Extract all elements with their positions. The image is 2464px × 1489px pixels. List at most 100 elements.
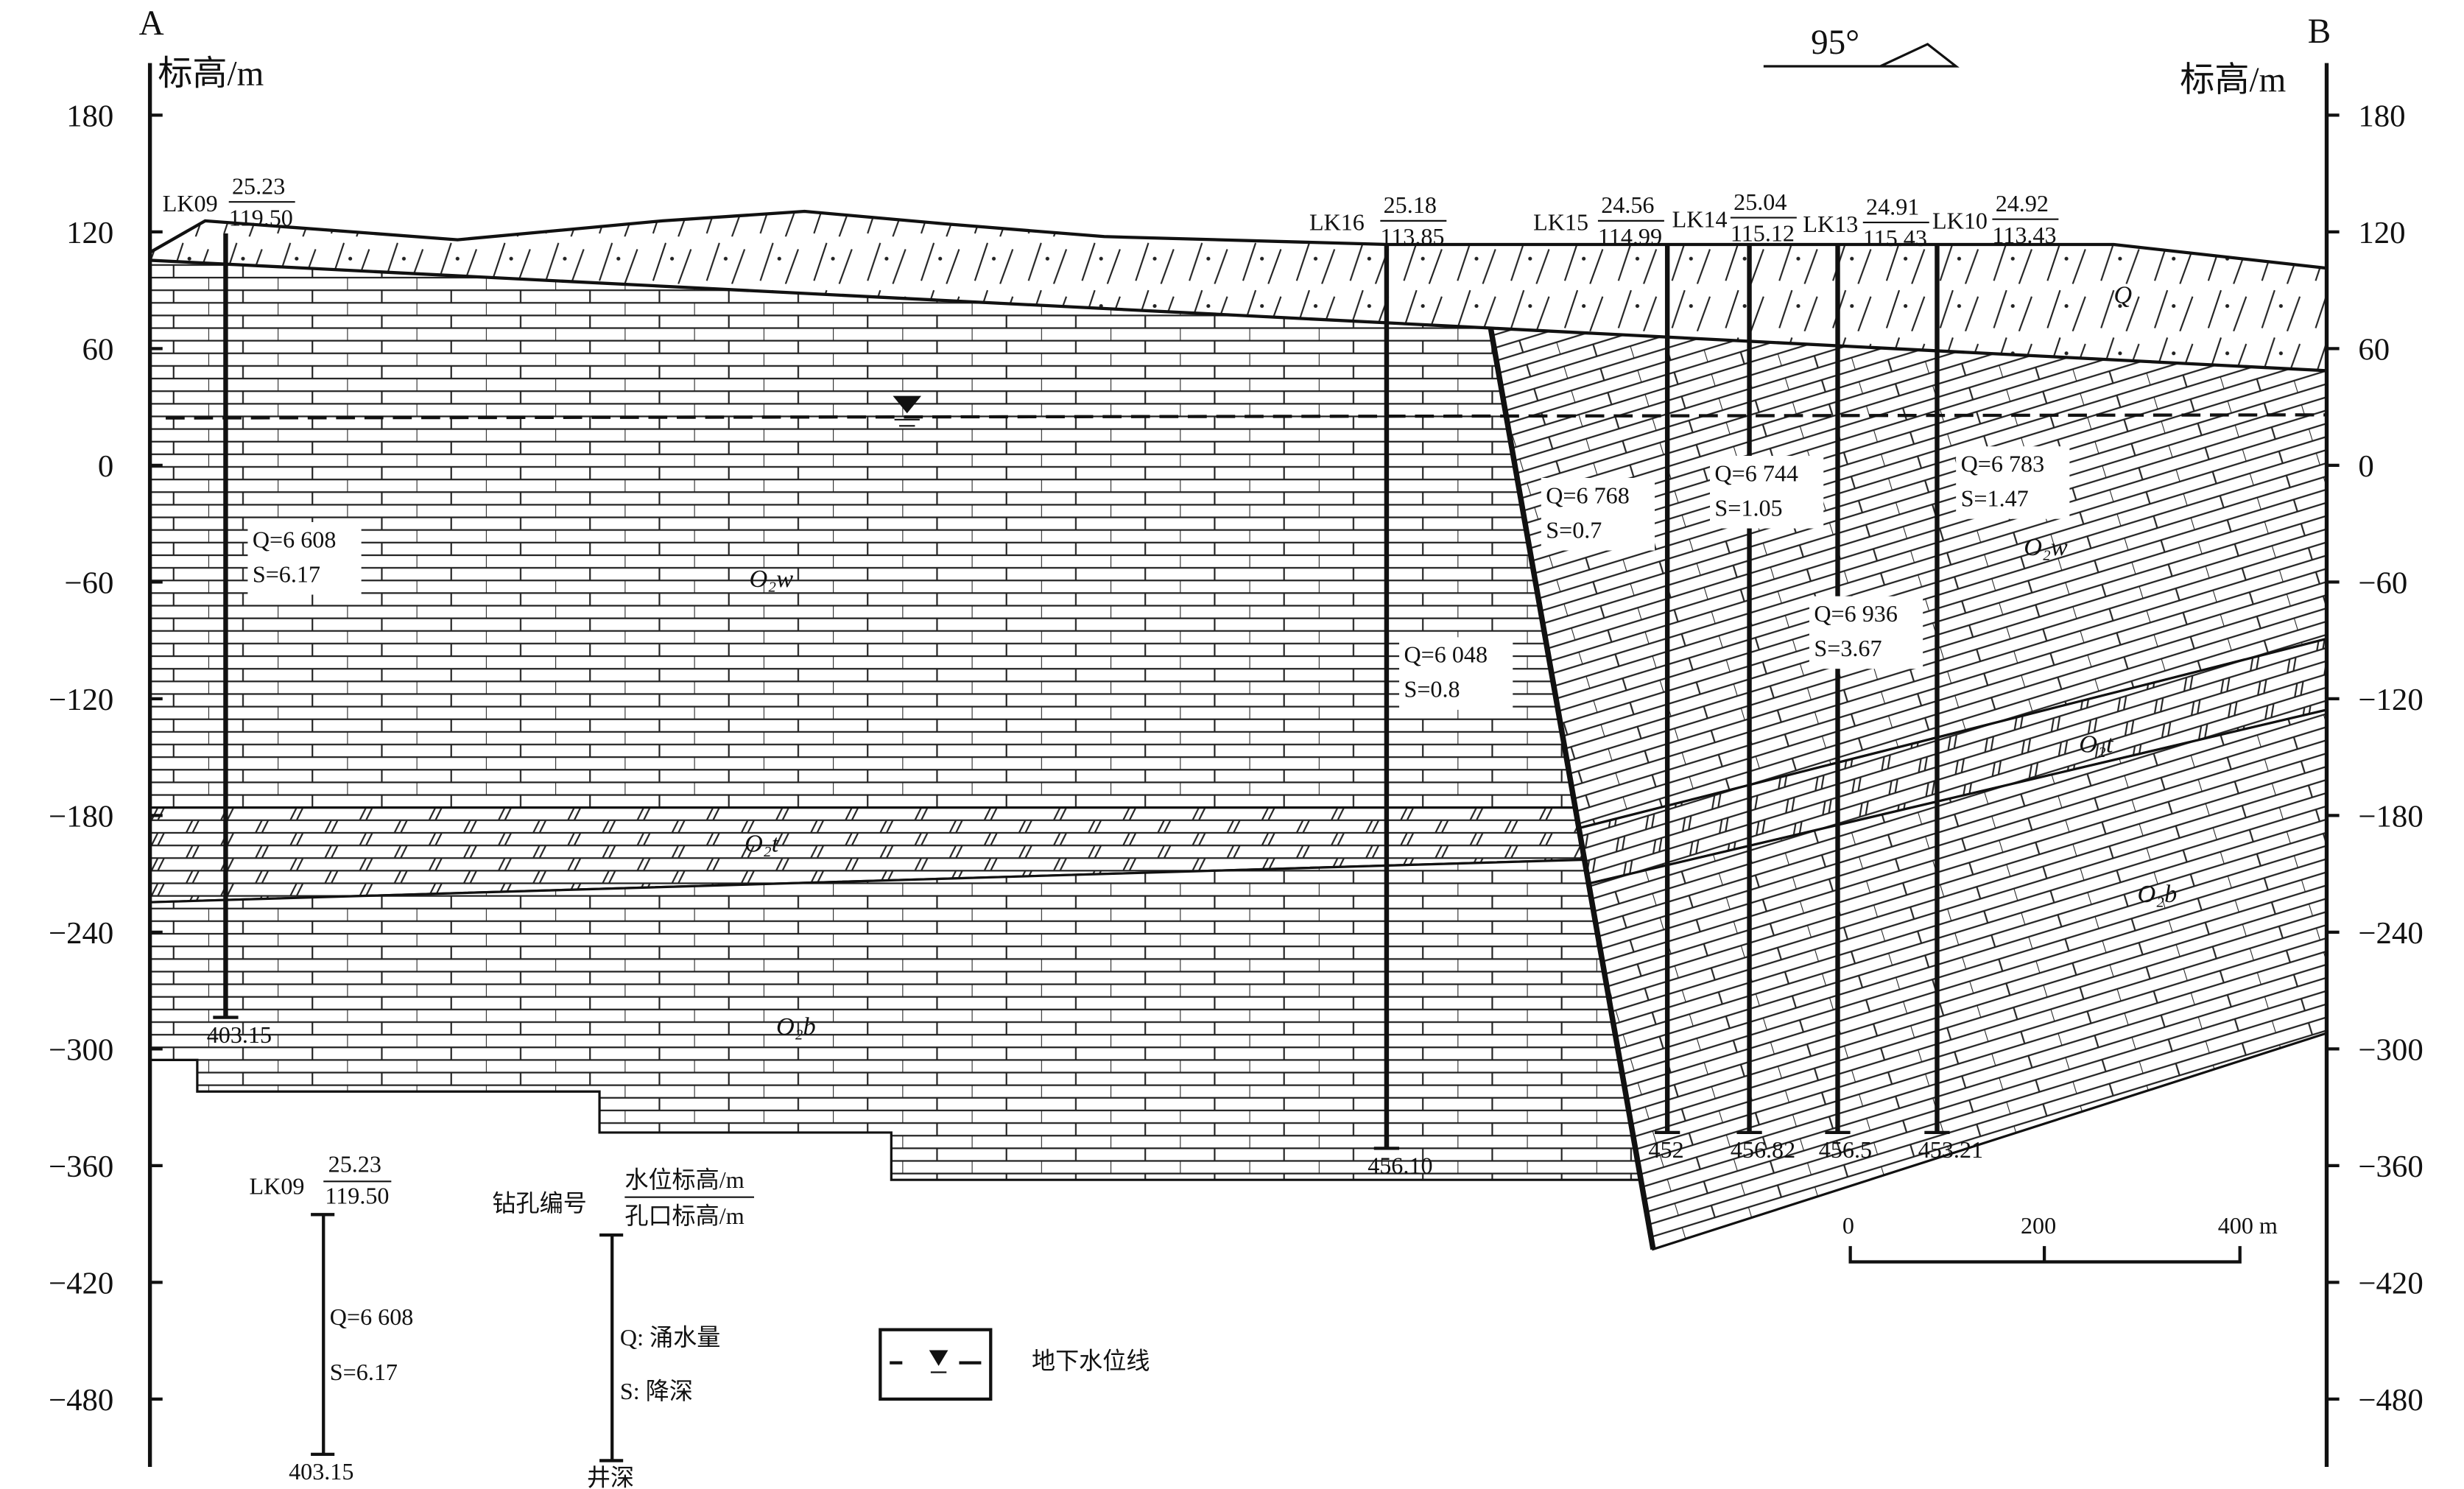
borehole-collar-elev: 113.85 bbox=[1380, 223, 1444, 250]
borehole-depth: 456.82 bbox=[1731, 1136, 1795, 1163]
left-tick-label: −120 bbox=[49, 683, 113, 717]
borehole-s: S=3.67 bbox=[1814, 635, 1882, 661]
borehole-s: S=1.05 bbox=[1714, 494, 1782, 521]
left-tick-label: 0 bbox=[98, 449, 113, 484]
borehole-collar-elev: 119.50 bbox=[229, 204, 293, 230]
borehole-water-level: 25.18 bbox=[1384, 191, 1437, 218]
left-tick-label: −480 bbox=[49, 1383, 113, 1418]
label-o2t-right: O₂t bbox=[2079, 731, 2114, 758]
scale-bar: 0 200 400 m bbox=[1842, 1212, 2278, 1264]
left-tick-label: −60 bbox=[64, 566, 113, 600]
borehole-id: LK13 bbox=[1803, 211, 1858, 237]
right-tick-label: −120 bbox=[2358, 683, 2423, 717]
borehole-depth: 452 bbox=[1648, 1136, 1683, 1163]
scale-label-200: 200 bbox=[2021, 1212, 2056, 1239]
section-end-a: A bbox=[139, 4, 164, 43]
left-block-o2w bbox=[149, 258, 1580, 809]
legend-sample-collar: 119.50 bbox=[325, 1182, 389, 1208]
borehole-water-level: 24.92 bbox=[1996, 190, 2049, 217]
left-tick-label: −300 bbox=[49, 1032, 113, 1067]
borehole-q: Q=6 783 bbox=[1961, 450, 2045, 476]
legend-s: S: 降深 bbox=[620, 1378, 693, 1404]
legend-collar-elev: 孔口标高/m bbox=[624, 1203, 744, 1229]
borehole-q: Q=6 936 bbox=[1814, 600, 1898, 627]
label-o2t-left: O₂t bbox=[745, 830, 780, 858]
borehole-water-level: 25.04 bbox=[1733, 189, 1787, 215]
scale-label-0: 0 bbox=[1842, 1212, 1854, 1239]
left-axis-title: 标高/m bbox=[158, 55, 264, 94]
label-q: Q bbox=[2113, 281, 2132, 309]
label-backdrop bbox=[1956, 446, 2070, 519]
left-tick-label: −360 bbox=[49, 1150, 113, 1184]
label-o2b-left: O₂b bbox=[776, 1013, 816, 1041]
borehole-water-level: 25.23 bbox=[232, 172, 285, 199]
borehole-depth: 456.5 bbox=[1819, 1136, 1872, 1163]
borehole-id: LK14 bbox=[1672, 205, 1728, 232]
label-backdrop bbox=[247, 521, 362, 595]
label-backdrop bbox=[1710, 456, 1824, 529]
borehole-depth: 403.15 bbox=[207, 1021, 272, 1048]
right-tick-label: −60 bbox=[2358, 566, 2407, 600]
borehole-id: LK15 bbox=[1533, 209, 1588, 236]
borehole-collar-elev: 115.43 bbox=[1863, 225, 1927, 251]
right-tick-label: −480 bbox=[2358, 1383, 2423, 1418]
legend-water-level: 水位标高/m bbox=[624, 1166, 744, 1193]
legend-water-table: 地下水位线 bbox=[879, 1328, 1150, 1401]
legend-depth: 井深 bbox=[587, 1465, 634, 1489]
borehole-collar-elev: 115.12 bbox=[1731, 220, 1795, 247]
label-o2w-left: O₂w bbox=[750, 565, 794, 593]
borehole-id: LK09 bbox=[163, 190, 218, 217]
right-axis-title: 标高/m bbox=[2180, 61, 2286, 99]
borehole-q: Q=6 608 bbox=[253, 526, 337, 552]
right-tick-label: 120 bbox=[2358, 216, 2405, 250]
legend-sample-borehole: LK09 25.23 119.50 Q=6 608 S=6.17 403.15 bbox=[250, 1150, 414, 1485]
left-tick-label: 180 bbox=[66, 99, 113, 133]
left-block-o2b bbox=[149, 858, 1642, 1181]
borehole-collar-elev: 114.99 bbox=[1598, 223, 1662, 250]
borehole-depth: 456.10 bbox=[1367, 1152, 1432, 1179]
left-tick-label: −240 bbox=[49, 916, 113, 951]
borehole-s: S=1.47 bbox=[1961, 485, 2029, 512]
borehole-water-level: 24.56 bbox=[1601, 191, 1654, 218]
label-backdrop bbox=[1541, 478, 1655, 551]
right-tick-label: −180 bbox=[2358, 799, 2423, 834]
legend-sample-depth: 403.15 bbox=[289, 1458, 353, 1485]
scale-label-400: 400 m bbox=[2218, 1212, 2278, 1239]
borehole-collar-elev: 113.43 bbox=[1992, 222, 2056, 248]
borehole-q: Q=6 768 bbox=[1546, 482, 1630, 508]
right-tick-label: −240 bbox=[2358, 916, 2423, 951]
right-tick-label: −300 bbox=[2358, 1032, 2423, 1067]
borehole-q: Q=6 048 bbox=[1404, 641, 1488, 668]
borehole-id: LK10 bbox=[1932, 208, 1988, 234]
legend-sample-id: LK09 bbox=[250, 1172, 305, 1199]
borehole-water-level: 24.91 bbox=[1866, 193, 1919, 219]
label-o2w-right: O₂w bbox=[2024, 533, 2068, 561]
label-backdrop bbox=[1399, 637, 1513, 710]
water-table-icon bbox=[893, 395, 922, 427]
legend-borehole-no: 钻孔编号 bbox=[492, 1190, 586, 1217]
label-o2b-right: O₂b bbox=[2137, 880, 2177, 908]
borehole-q: Q=6 744 bbox=[1714, 460, 1798, 486]
borehole-s: S=0.7 bbox=[1546, 516, 1602, 543]
left-tick-label: −180 bbox=[49, 799, 113, 834]
fault-line bbox=[1488, 327, 1656, 1250]
right-tick-label: −360 bbox=[2358, 1150, 2423, 1184]
borehole-id: LK16 bbox=[1309, 209, 1365, 236]
borehole-s: S=0.8 bbox=[1404, 676, 1460, 703]
legend-key: 钻孔编号 水位标高/m 孔口标高/m Q: 涌水量 S: 降深 井深 bbox=[492, 1166, 754, 1489]
borehole-s: S=6.17 bbox=[253, 560, 320, 587]
strike-label: 95° bbox=[1811, 24, 1859, 62]
right-tick-label: 60 bbox=[2358, 332, 2390, 367]
right-tick-label: 180 bbox=[2358, 99, 2405, 133]
left-tick-label: −420 bbox=[49, 1266, 113, 1300]
left-tick-label: 120 bbox=[66, 216, 113, 250]
legend-q: Q: 涌水量 bbox=[620, 1324, 720, 1351]
